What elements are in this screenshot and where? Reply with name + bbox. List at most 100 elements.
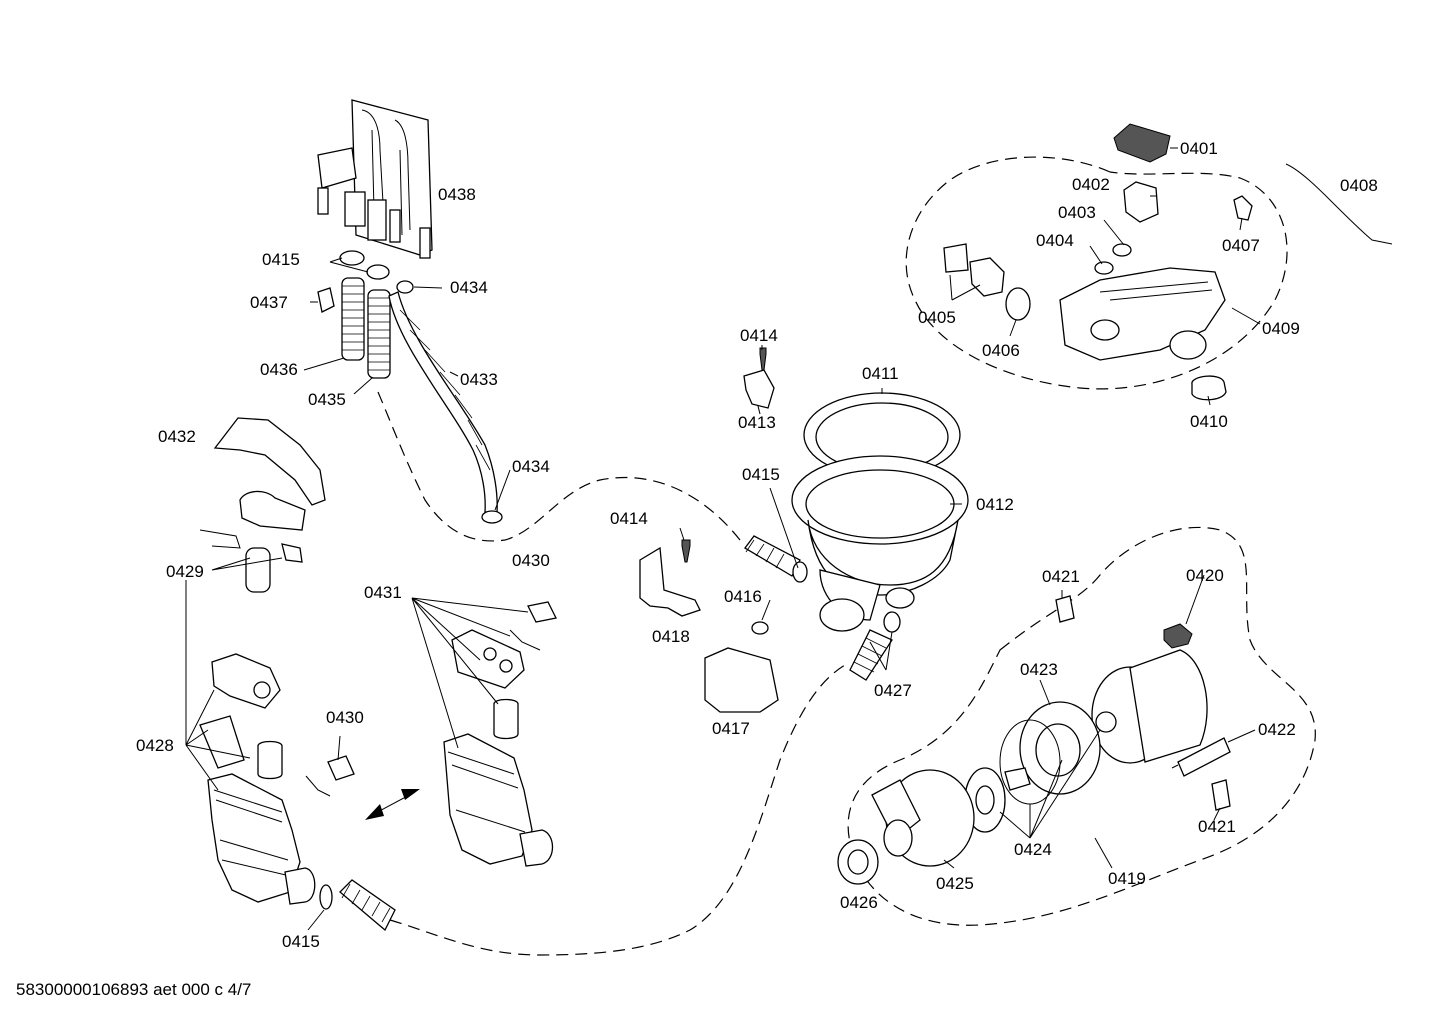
part-0430-clip-upper [509, 601, 557, 651]
part-0425-pump-cover [871, 769, 975, 867]
part-0438-water-distributor [317, 99, 433, 259]
part-0416-seal [751, 621, 769, 635]
part-0436-corrugated-hose [341, 277, 365, 361]
label-0430-lower: 0430 [326, 708, 364, 727]
part-0411-seal-ring [803, 392, 961, 478]
part-0423-volute [1019, 701, 1101, 795]
label-0404: 0404 [1036, 231, 1074, 250]
label-0436: 0436 [260, 360, 298, 379]
exchange-arrow [365, 789, 420, 820]
part-0430-clip-lower [305, 755, 355, 797]
part-0435-corrugated-hose [367, 289, 391, 379]
label-0426: 0426 [840, 893, 878, 912]
part-0434-clamp-bottom [481, 510, 503, 524]
label-0425: 0425 [936, 874, 974, 893]
label-0415-bottom: 0415 [282, 932, 320, 951]
label-0430-upper: 0430 [512, 551, 550, 570]
part-0432-cover [213, 417, 326, 506]
label-0419: 0419 [1108, 869, 1146, 888]
part-0415-ring-a [339, 250, 365, 266]
label-0407: 0407 [1222, 236, 1260, 255]
label-0415-top: 0415 [262, 250, 300, 269]
label-0433: 0433 [460, 370, 498, 389]
part-0401-cap [1113, 123, 1171, 163]
part-0412-sump-housing [791, 455, 969, 632]
hose-route-upper [377, 391, 741, 542]
part-0418-bracket [639, 546, 701, 617]
part-0404-ring [1094, 261, 1114, 275]
part-labels: 0401 0402 0403 0404 0405 0406 0407 0408 … [136, 139, 1378, 951]
label-0402: 0402 [1072, 175, 1110, 194]
label-0401: 0401 [1180, 139, 1218, 158]
label-0435: 0435 [308, 390, 346, 409]
part-0408-wire [1285, 163, 1393, 245]
label-0421-lower: 0421 [1198, 817, 1236, 836]
label-0424: 0424 [1014, 840, 1052, 859]
label-0417: 0417 [712, 719, 750, 738]
label-0432: 0432 [158, 427, 196, 446]
label-0418: 0418 [652, 627, 690, 646]
part-0413-bracket [743, 369, 775, 409]
label-0416: 0416 [724, 587, 762, 606]
part-0402-connector [1123, 181, 1159, 223]
part-0428-valve-body [199, 653, 316, 905]
part-0403-ring [1112, 243, 1132, 257]
part-0415-ring-b [366, 264, 390, 280]
part-0433-hose [388, 291, 498, 513]
label-0431: 0431 [364, 583, 402, 602]
group-outline-pump [847, 526, 1316, 926]
label-0412: 0412 [976, 495, 1014, 514]
label-0434-bottom: 0434 [512, 457, 550, 476]
part-0417-drain-pump [704, 647, 779, 713]
part-0426-grommet [837, 839, 879, 885]
group-outline-heater [905, 156, 1288, 390]
leader-lines [185, 147, 1261, 931]
label-0422: 0422 [1258, 720, 1296, 739]
label-0420: 0420 [1186, 566, 1224, 585]
part-0415-corrugated-hose-mid [744, 535, 801, 577]
label-0406: 0406 [982, 341, 1020, 360]
label-0409: 0409 [1262, 319, 1300, 338]
part-0405-pressure-sensor [943, 243, 1005, 297]
label-0411: 0411 [862, 364, 899, 383]
part-0424-nut [1004, 767, 1031, 791]
label-0421-upper: 0421 [1042, 567, 1080, 586]
part-0434-clamp-top [396, 280, 414, 294]
label-0414-upper: 0414 [740, 326, 778, 345]
label-0408: 0408 [1340, 176, 1378, 195]
label-0434-top: 0434 [450, 278, 488, 297]
part-0415-corrugated-hose-lower [339, 879, 396, 932]
part-0421-clip-upper [1055, 595, 1075, 623]
label-0423: 0423 [1020, 660, 1058, 679]
part-0409-heater-pump-housing [1059, 267, 1226, 361]
label-0415-mid: 0415 [742, 465, 780, 484]
part-0414-screw-top [759, 347, 767, 371]
part-0429-float-switch [199, 490, 306, 593]
part-0422-sensor [1171, 737, 1231, 777]
hose-route-lower [389, 664, 846, 956]
part-0407-sensor [1233, 195, 1253, 221]
part-0415-ring-mid [792, 561, 808, 583]
label-0438: 0438 [438, 185, 476, 204]
part-0420-connector [1163, 623, 1193, 649]
part-0406-o-ring [1005, 287, 1031, 321]
label-0437: 0437 [250, 293, 288, 312]
part-0427-ring [883, 611, 901, 633]
part-0431-valve-body-alt [443, 629, 554, 867]
part-0414-screw-mid [681, 539, 691, 563]
part-0415-ring-lower [319, 884, 333, 910]
label-0405: 0405 [918, 308, 956, 327]
label-0427: 0427 [874, 681, 912, 700]
part-0427-corrugated-hose [849, 629, 893, 681]
label-0428: 0428 [136, 736, 174, 755]
part-0410-hose-clamp [1191, 375, 1227, 401]
document-reference-footer: 58300000106893 aet 000 c 4/7 [16, 980, 252, 999]
label-0414-lower: 0414 [610, 509, 648, 528]
part-0437-clip [317, 287, 335, 313]
label-0413: 0413 [738, 413, 776, 432]
label-0429: 0429 [166, 562, 204, 581]
label-0403: 0403 [1058, 203, 1096, 222]
part-0421-clip-lower [1211, 779, 1231, 811]
part-0419-circulation-motor [1091, 649, 1208, 764]
